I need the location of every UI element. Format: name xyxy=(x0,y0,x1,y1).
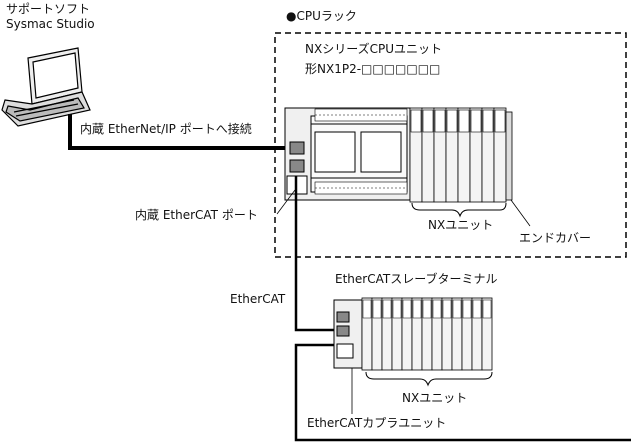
cpu-terminal-top xyxy=(314,108,408,122)
ethernet-port-label: 内蔵 EtherNet/IP ポートへ接続 xyxy=(80,122,252,136)
slave-terminal-title: EtherCATスレーブターミナル xyxy=(335,272,498,286)
cpu-unit-name: NXシリーズCPUユニット xyxy=(305,42,442,56)
support-software-name: Sysmac Studio xyxy=(6,17,95,31)
end-cover-leader xyxy=(510,199,531,227)
ethernet-cable xyxy=(68,114,296,150)
laptop-icon xyxy=(1,47,91,127)
ethercat-cable-label: EtherCAT xyxy=(230,292,286,306)
ethercat-port-leader xyxy=(276,189,296,215)
ethercat-output-cable xyxy=(294,343,631,442)
slave-nx-unit-heads xyxy=(362,299,492,319)
cpu-terminal-bottom xyxy=(314,181,408,195)
cpu-unit-model: 形NX1P2-□□□□□□□ xyxy=(305,62,441,76)
coupler-unit-label: EtherCATカプラユニット xyxy=(307,416,447,430)
slave-nx-brace xyxy=(365,371,493,387)
ethercat-coupler-unit xyxy=(333,299,363,369)
ethercat-cable xyxy=(294,176,334,332)
end-cover-label: エンドカバー xyxy=(519,231,592,245)
cpu-rack-title: ●CPUラック xyxy=(286,9,357,23)
cpu-nx-brace xyxy=(411,202,507,218)
cpu-rack-boundary xyxy=(274,32,627,258)
ethercat-port-label: 内蔵 EtherCAT ポート xyxy=(135,208,258,222)
slave-nx-units xyxy=(361,297,493,371)
cpu-nx-unit-heads xyxy=(410,109,506,133)
slave-nx-units-label: NXユニット xyxy=(402,391,468,405)
support-software-label: サポートソフト xyxy=(6,2,91,16)
cpu-nx-units-label: NXユニット xyxy=(428,218,494,232)
end-cover xyxy=(505,111,513,201)
